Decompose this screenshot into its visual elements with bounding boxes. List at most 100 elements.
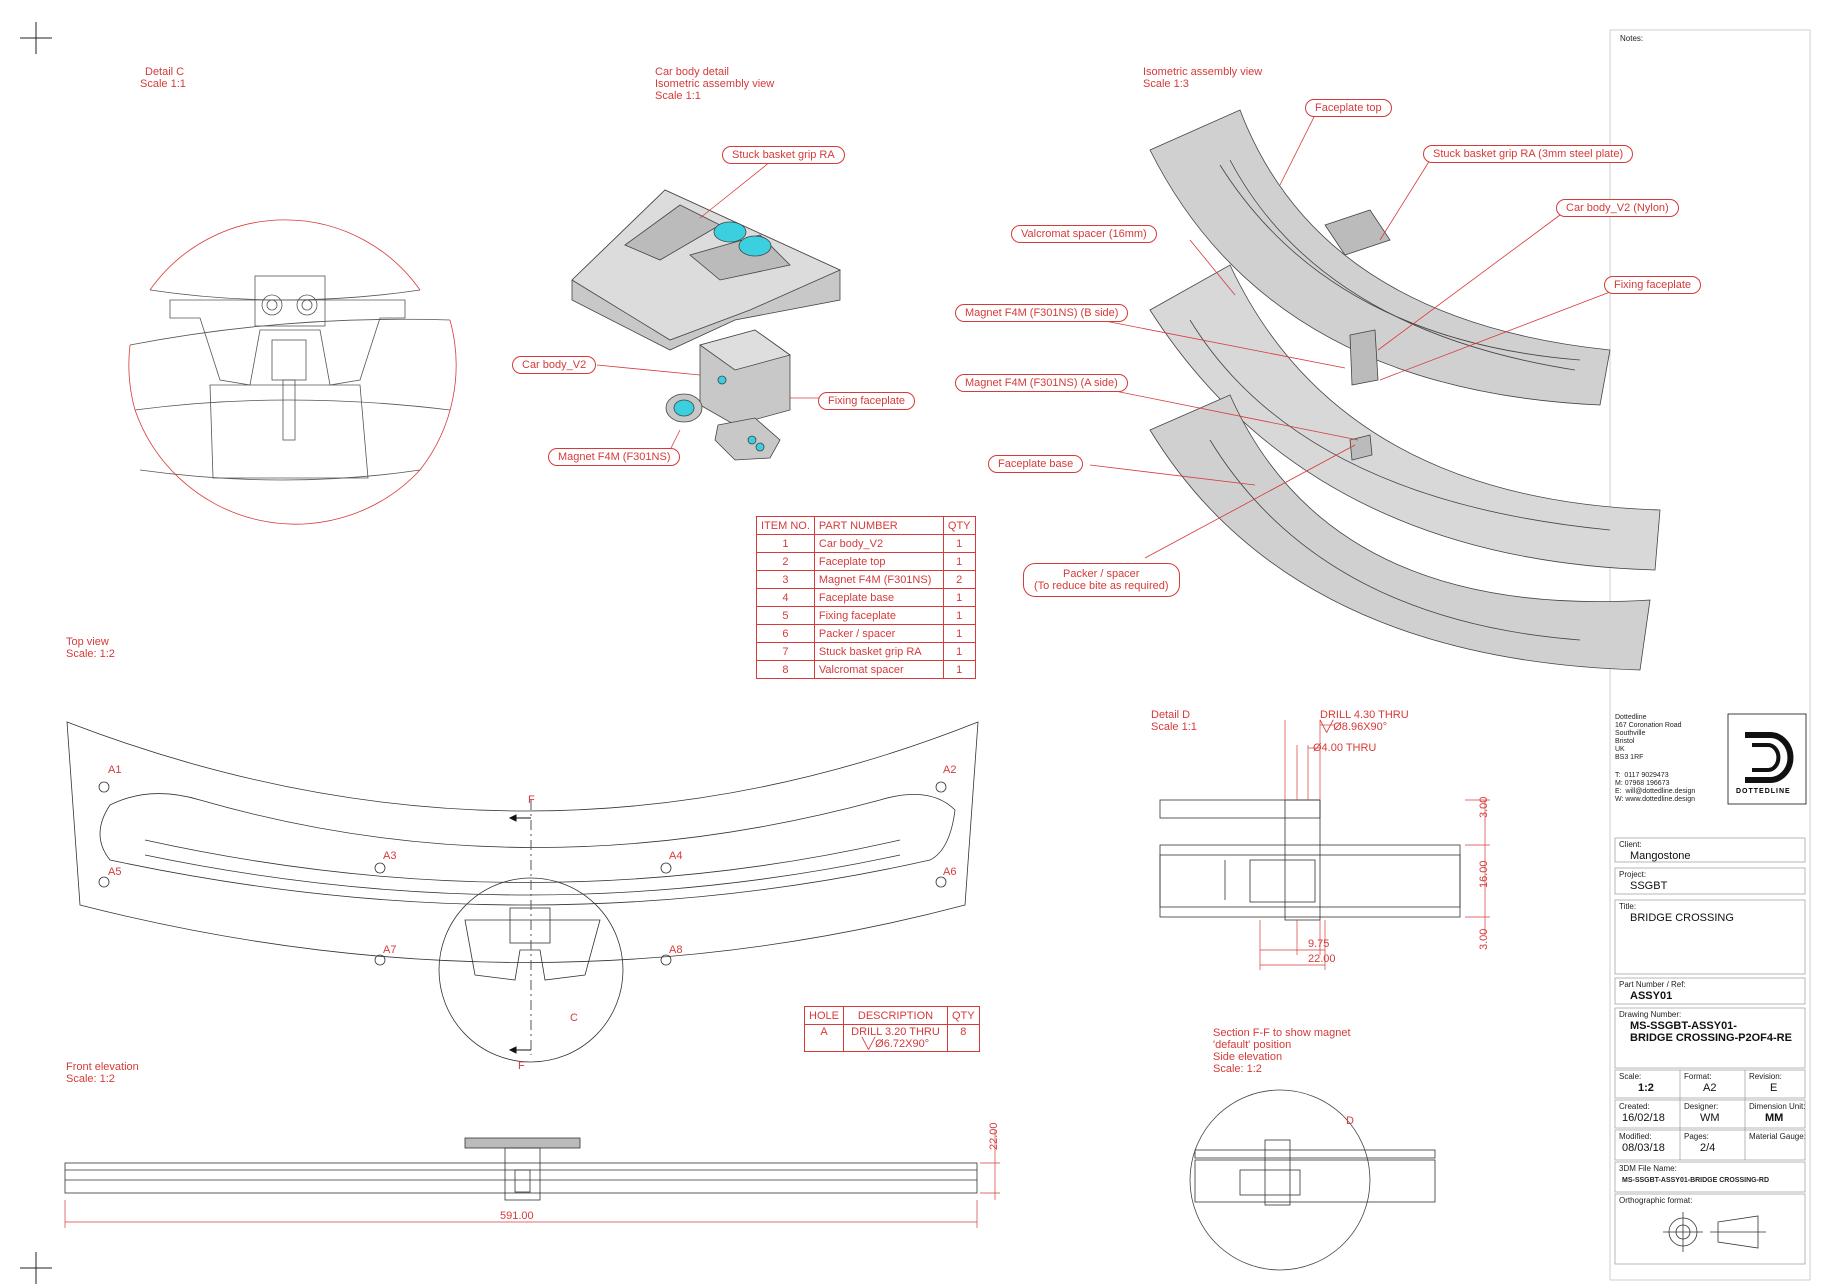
hole-row: A DRILL 3.20 THRU ╲╱Ø6.72X90° 8 (804, 1024, 980, 1052)
top-view-holes (98, 781, 947, 966)
pages-label: Pages: (1684, 1132, 1709, 1141)
file-label: 3DM File Name: (1619, 1164, 1677, 1173)
drawing-label: Drawing Number: (1619, 1010, 1682, 1019)
bom-qty: 1 (942, 552, 976, 571)
dim-22-00: 22.00 (1308, 953, 1336, 965)
pages-value: 2/4 (1700, 1142, 1716, 1154)
drawing-value-2: BRIDGE CROSSING-P2OF4-RE (1630, 1032, 1792, 1044)
ortho-symbol (1663, 1212, 1766, 1252)
car-callout-leaders (596, 161, 820, 451)
detail-c-scale: Scale 1:1 (140, 78, 186, 90)
dim-height: 22.00 (988, 1122, 1000, 1150)
bom-part: Valcromat spacer (813, 660, 944, 679)
callout-stuck-basket: Stuck basket grip RA (722, 146, 845, 164)
company-address: 167 Coronation Road Southville Bristol U… (1615, 722, 1682, 761)
hole-label-a5: A5 (108, 866, 122, 878)
scale-label: Scale: (1619, 1072, 1642, 1081)
dim-width: 591.00 (500, 1210, 534, 1222)
callout-faceplate-top: Faceplate top (1305, 99, 1392, 117)
title-label: Title: (1619, 902, 1637, 911)
hole-table: HOLE DESCRIPTION QTY A DRILL 3.20 THRU ╲… (804, 1006, 980, 1052)
bom-header: PART NUMBER (813, 516, 944, 535)
front-scale: Scale: 1:2 (66, 1073, 115, 1085)
section-line1: Section F-F to show magnet (1213, 1027, 1351, 1039)
hole-label-a3: A3 (383, 850, 397, 862)
client-label: Client: (1619, 840, 1642, 849)
callout-fixing-iso: Fixing faceplate (1604, 276, 1702, 294)
bom-header: ITEM NO. (756, 516, 815, 535)
designer-label: Designer: (1684, 1102, 1719, 1111)
bom-item: 4 (756, 588, 815, 607)
bom-header-row: ITEM NO. PART NUMBER QTY (756, 516, 976, 535)
bom-part: Faceplate base (813, 588, 944, 607)
bom-item: 1 (756, 534, 815, 553)
top-view-scale: Scale: 1:2 (66, 648, 115, 660)
ortho-label: Orthographic format: (1619, 1196, 1693, 1205)
designer-value: WM (1700, 1112, 1720, 1124)
bom-qty: 2 (942, 570, 976, 589)
callout-faceplate-base: Faceplate base (988, 455, 1084, 473)
title-block-frame (1614, 837, 1806, 1265)
crop-marks (20, 22, 52, 1284)
callout-magnet: Magnet F4M (F301NS) (548, 448, 681, 466)
file-value: MS-SSGBT-ASSY01-BRIDGE CROSSING-RD (1622, 1177, 1770, 1184)
dim-v-16-00: 16.00 (1478, 860, 1490, 888)
scale-value: 1:2 (1638, 1082, 1654, 1094)
format-label: Format: (1684, 1072, 1712, 1081)
bom-item: 5 (756, 606, 815, 625)
project-label: Project: (1619, 870, 1647, 879)
car-body-subtitle: Isometric assembly view (655, 78, 775, 90)
callout-car-body-iso: Car body_V2 (Nylon) (1556, 199, 1679, 217)
callout-stuck-basket-iso: Stuck basket grip RA (3mm steel plate) (1423, 145, 1634, 163)
callout-magnet-a: Magnet F4M (F301NS) (A side) (955, 374, 1128, 392)
created-value: 16/02/18 (1622, 1112, 1665, 1124)
dim-v-3-00-top: 3.00 (1478, 796, 1490, 818)
top-view-detail-c-circle (438, 877, 624, 1063)
modified-value: 08/03/18 (1622, 1142, 1665, 1154)
hole-desc-line2: ╲╱Ø6.72X90° (861, 1038, 930, 1050)
drawing-value-1: MS-SSGBT-ASSY01- (1630, 1020, 1737, 1032)
hole-description: DRILL 3.20 THRU ╲╱Ø6.72X90° (843, 1024, 948, 1052)
revision-value: E (1770, 1082, 1778, 1094)
iso-assembly (1149, 109, 1661, 671)
callout-valcromat: Valcromat spacer (16mm) (1011, 225, 1157, 243)
bom-item: 8 (756, 660, 815, 679)
bom-part: Fixing faceplate (813, 606, 944, 625)
detail-d-dims (1259, 720, 1490, 970)
hole-header: HOLE (804, 1006, 844, 1025)
packer-line2: (To reduce bite as required) (1034, 580, 1169, 592)
project-value: SSGBT (1630, 880, 1668, 892)
dimunit-value: MM (1765, 1112, 1784, 1124)
detail-d-view (1159, 799, 1461, 921)
bom-item: 7 (756, 642, 815, 661)
bom-part: Faceplate top (813, 552, 944, 571)
dim-9-75: 9.75 (1308, 938, 1330, 950)
revision-label: Revision: (1749, 1072, 1782, 1081)
section-line3: Side elevation (1213, 1051, 1283, 1063)
bom-item: 6 (756, 624, 815, 643)
gauge-label: Material Gauge: (1749, 1132, 1806, 1141)
hole-label-a1: A1 (108, 764, 122, 776)
dim-countersink: ╲╱Ø8.96X90° (1320, 721, 1388, 733)
hole-label-a2: A2 (943, 764, 957, 776)
section-scale: Scale: 1:2 (1213, 1063, 1262, 1075)
dim-v-3-00-bottom: 3.00 (1478, 928, 1490, 950)
dim-drill: DRILL 4.30 THRU (1320, 709, 1409, 721)
created-label: Created: (1619, 1102, 1650, 1111)
client-value: Mangostone (1630, 850, 1691, 862)
part-label: Part Number / Ref: (1619, 980, 1686, 989)
bom-qty: 1 (942, 624, 976, 643)
section-marker-f-top: F (528, 794, 535, 806)
bom-qty: 1 (942, 534, 976, 553)
dimunit-label: Dimension Unit: (1749, 1102, 1806, 1111)
section-marker-f-bottom: F (518, 1060, 525, 1072)
front-elevation (64, 1137, 978, 1201)
